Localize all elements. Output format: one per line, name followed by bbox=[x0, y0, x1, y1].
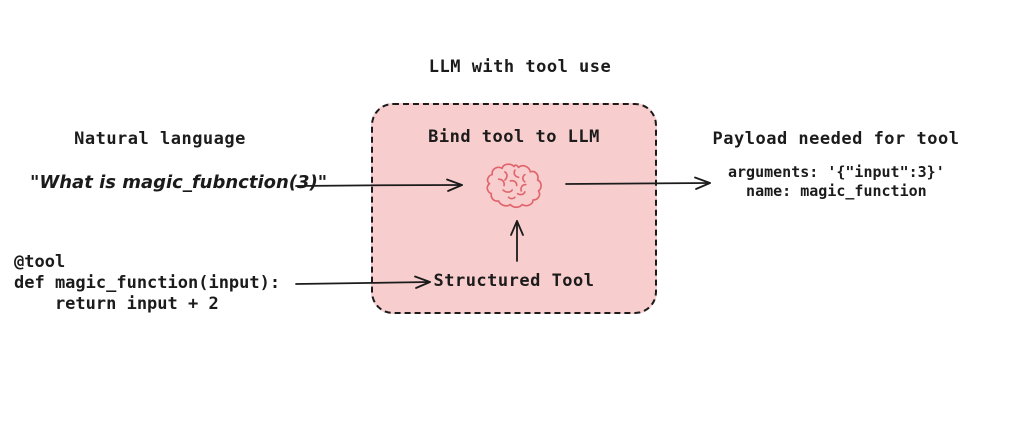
code-line: def magic_function(input): bbox=[14, 273, 281, 293]
structured-tool-label: Structured Tool bbox=[433, 271, 595, 291]
bind-tool-heading: Bind tool to LLM bbox=[428, 127, 600, 147]
diagram-title: LLM with tool use bbox=[428, 57, 612, 77]
natural-language-heading: Natural language bbox=[74, 129, 246, 149]
natural-language-query: "What is magic_fubnction(3)" bbox=[30, 172, 328, 193]
code-line: return input + 2 bbox=[14, 294, 219, 314]
payload-heading: Payload needed for tool bbox=[712, 129, 960, 149]
llm-bind-box: Bind tool to LLM Structured Tool bbox=[371, 103, 657, 314]
payload-block: arguments: '{"input":3}' name: magic_fun… bbox=[728, 163, 945, 201]
payload-line: name: magic_function bbox=[728, 182, 927, 200]
payload-line: arguments: '{"input":3}' bbox=[728, 163, 945, 181]
code-line: @tool bbox=[14, 252, 66, 272]
tool-code-block: @tool def magic_function(input): return … bbox=[14, 252, 280, 315]
brain-icon bbox=[485, 161, 543, 210]
